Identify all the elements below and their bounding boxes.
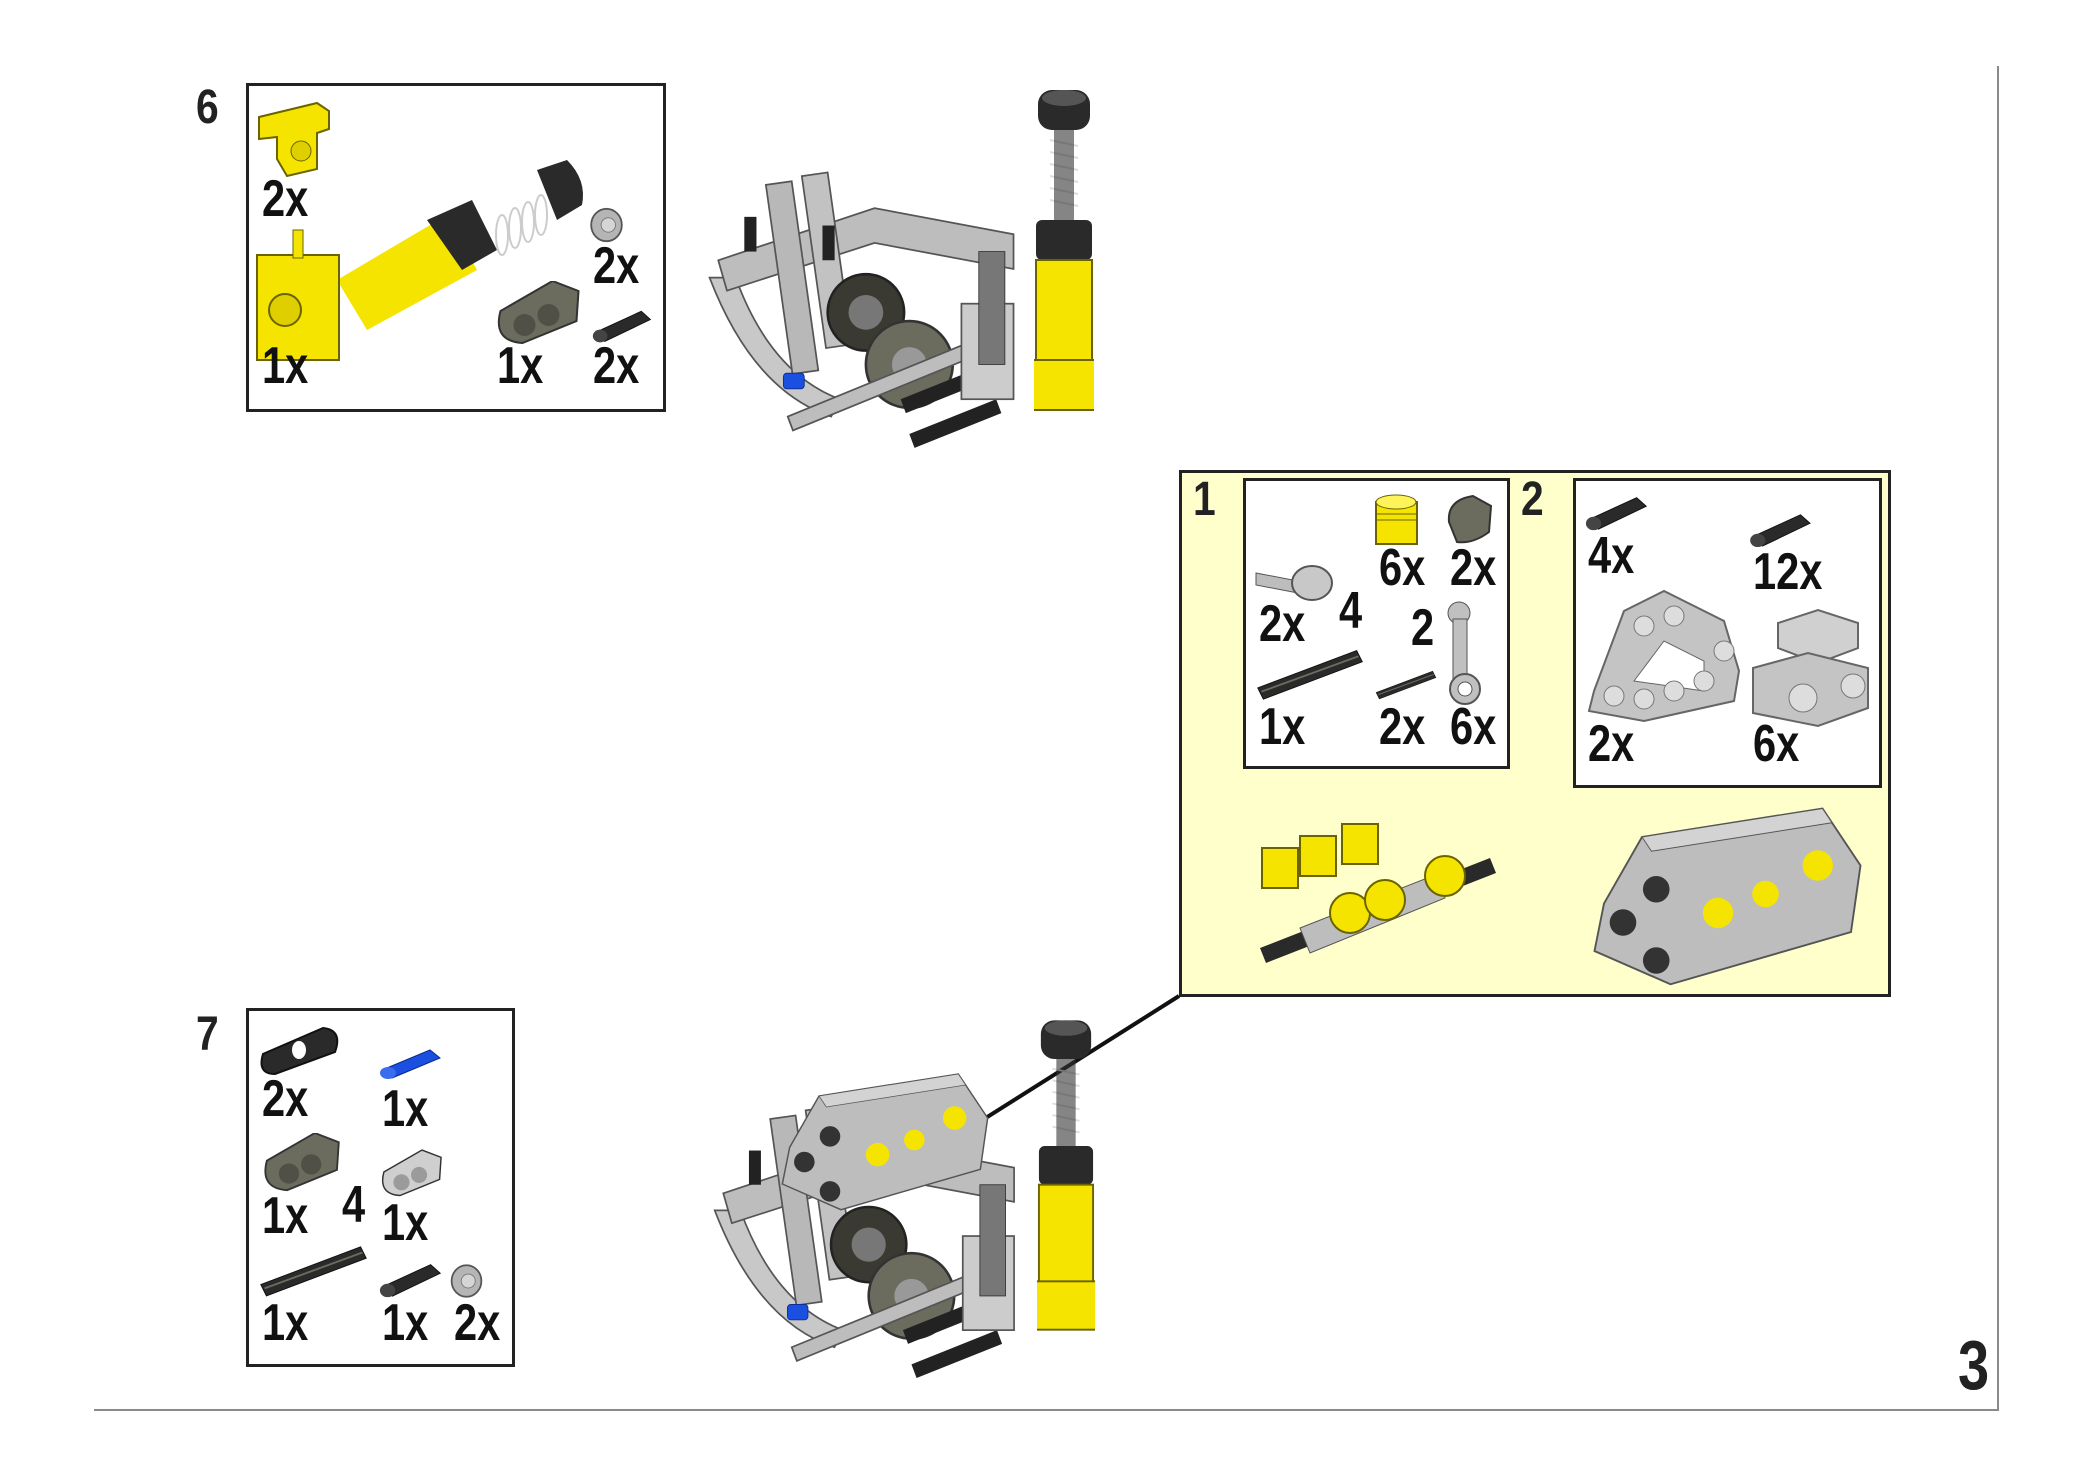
blue-pin-icon: [380, 1049, 441, 1079]
step-number: 7: [196, 1008, 219, 1061]
dark-grey-cam-icon: [1447, 494, 1493, 544]
part-quantity: 1x: [497, 337, 544, 395]
assembly-step-7-illustration: [713, 1019, 1095, 1380]
part-quantity: 1x: [382, 1194, 429, 1252]
page-border-bottom: [94, 1409, 1999, 1411]
part-quantity: 1x: [382, 1080, 429, 1138]
black-axle-icon: [257, 1240, 370, 1299]
part-quantity: 2x: [262, 170, 309, 228]
light-grey-liftarm-icon: [378, 1147, 444, 1200]
part-quantity: 1x: [1259, 698, 1306, 756]
crankshaft-assembly-illustration: [1260, 823, 1496, 963]
part-quantity: 12x: [1753, 543, 1823, 601]
dark-grey-liftarm-icon: [257, 1133, 345, 1192]
part-quantity: 4x: [1588, 527, 1635, 585]
yellow-shock-absorber-icon: [256, 160, 583, 361]
engine-block-icon: [1587, 589, 1741, 723]
part-quantity: 1x: [262, 337, 309, 395]
part-quantity: 2x: [262, 1070, 309, 1128]
cylinder-icon: [1752, 608, 1869, 728]
part-quantity: 2x: [1588, 715, 1635, 773]
connecting-rod-icon: [1447, 601, 1481, 705]
part-quantity: 6x: [1753, 715, 1800, 773]
axle-length: 2: [1411, 599, 1435, 657]
yellow-bracket-icon: [258, 101, 330, 178]
part-quantity: 2x: [1259, 595, 1306, 653]
part-quantity: 2x: [1379, 698, 1426, 756]
step-number: 6: [196, 81, 219, 134]
part-quantity: 1x: [382, 1294, 429, 1352]
page-number: 3: [1958, 1326, 1990, 1404]
part-quantity: 2x: [1450, 539, 1497, 597]
black-beam-icon: [260, 1026, 339, 1076]
part-quantity: 1x: [262, 1187, 309, 1245]
substep-number: 2: [1521, 473, 1544, 526]
part-quantity: 6x: [1379, 539, 1426, 597]
yellow-piston-icon: [1375, 494, 1418, 545]
axle-length: 4: [1339, 582, 1363, 640]
page-border-right: [1997, 66, 1999, 1411]
axle-length: 4: [342, 1176, 366, 1234]
grey-axle-with-stop-icon: [1255, 565, 1333, 601]
black-pin-icon: [378, 1259, 445, 1299]
part-quantity: 2x: [454, 1294, 501, 1352]
part-quantity: 6x: [1450, 698, 1497, 756]
substep-number: 1: [1193, 473, 1216, 526]
part-quantity: 1x: [262, 1294, 309, 1352]
part-quantity: 2x: [593, 337, 640, 395]
part-quantity: 2x: [593, 237, 640, 295]
